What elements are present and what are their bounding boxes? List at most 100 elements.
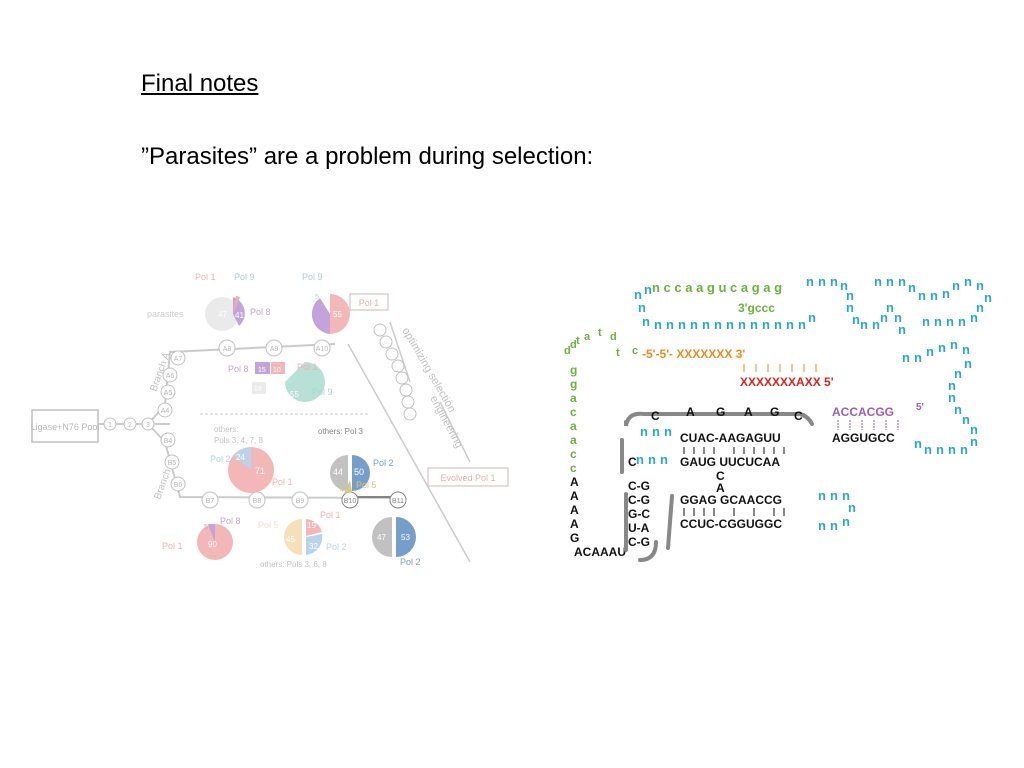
- svg-text:18: 18: [254, 386, 262, 393]
- svg-text:n: n: [666, 317, 674, 332]
- svg-text:n: n: [750, 317, 758, 332]
- svg-text:B10: B10: [344, 498, 357, 505]
- svg-text:g: g: [570, 377, 577, 391]
- svg-text:A10: A10: [316, 346, 329, 353]
- svg-text:n: n: [970, 422, 978, 437]
- svg-text:1: 1: [108, 422, 112, 429]
- node-a4: A4: [157, 402, 173, 418]
- svg-text:n: n: [914, 350, 922, 365]
- svg-text:Evolved Pol 1: Evolved Pol 1: [440, 473, 495, 483]
- svg-text:a: a: [570, 391, 577, 405]
- svg-text:n: n: [898, 274, 906, 289]
- orange-primer: -5'-5'- XXXXXXX 3': [642, 347, 745, 361]
- helix-row-2: GAUG UUCUCAA: [680, 455, 780, 469]
- svg-text:32: 32: [309, 542, 318, 551]
- svg-text:n: n: [714, 317, 722, 332]
- svg-text:Pol 1: Pol 1: [320, 510, 341, 520]
- svg-text:n: n: [872, 317, 880, 332]
- node-2: 2: [123, 417, 137, 431]
- svg-text:55: 55: [290, 390, 299, 399]
- svg-text:c: c: [570, 461, 577, 475]
- blue-pair: AGGUGCC: [832, 431, 895, 445]
- svg-text:n: n: [954, 402, 962, 417]
- svg-text:n: n: [914, 436, 922, 451]
- svg-text:A: A: [686, 405, 695, 419]
- svg-text:n: n: [926, 344, 934, 359]
- node-3: 3: [141, 417, 155, 431]
- svg-text:B6: B6: [174, 482, 183, 489]
- svg-text:n: n: [830, 518, 838, 533]
- svg-text:3: 3: [146, 422, 150, 429]
- svg-text:d: d: [564, 345, 571, 357]
- svg-text:G: G: [716, 405, 725, 419]
- svg-text:90: 90: [208, 540, 217, 549]
- svg-text:n: n: [948, 442, 956, 457]
- node-1: 1: [103, 417, 117, 431]
- svg-text:n: n: [806, 274, 814, 289]
- pie-pol5-45: Pol 5 45 19 32 Pol 1 Pol 2 others: Pols …: [258, 510, 347, 569]
- svg-text:n: n: [786, 317, 794, 332]
- svg-text:n: n: [946, 314, 954, 329]
- svg-text:15: 15: [258, 367, 266, 374]
- left-green-strand: d t a t d d t c: [564, 327, 638, 359]
- svg-text:t: t: [576, 335, 580, 347]
- svg-text:Pol 2: Pol 2: [210, 454, 231, 464]
- svg-text:50: 50: [354, 467, 364, 477]
- svg-text:n: n: [970, 310, 978, 325]
- svg-text:A: A: [570, 489, 579, 503]
- helix-row-mid: GGAG GCAACCG: [680, 493, 782, 507]
- svg-text:t: t: [616, 347, 620, 359]
- svg-text:A7: A7: [174, 356, 183, 363]
- svg-text:n: n: [886, 274, 894, 289]
- svg-text:A: A: [570, 475, 579, 489]
- svg-text:A5: A5: [164, 390, 173, 397]
- bottom-loop: ACAAAU: [574, 545, 626, 559]
- svg-text:n: n: [962, 412, 970, 427]
- svg-text:n: n: [902, 350, 910, 365]
- svg-text:n: n: [818, 518, 826, 533]
- svg-text:n: n: [702, 317, 710, 332]
- three-prime-gccc: 3'gccc: [738, 301, 775, 315]
- svg-text:A4: A4: [161, 408, 170, 415]
- svg-text:a: a: [570, 433, 577, 447]
- svg-text:19: 19: [307, 521, 316, 530]
- node-a9: A9: [265, 339, 283, 357]
- svg-text:c: c: [632, 345, 638, 357]
- svg-text:n: n: [964, 356, 972, 371]
- svg-text:n: n: [976, 300, 984, 315]
- svg-text:n: n: [652, 424, 660, 439]
- svg-text:n: n: [952, 278, 960, 293]
- svg-text:n: n: [660, 452, 668, 467]
- top-blue-strand: n n n n n n n n n n n n n n n n n n n: [634, 274, 992, 315]
- svg-text:Pol 1: Pol 1: [195, 272, 216, 282]
- svg-text:others:: others:: [214, 425, 238, 434]
- svg-text:n: n: [636, 452, 644, 467]
- svg-text:B7: B7: [206, 498, 215, 505]
- svg-text:C-G: C-G: [628, 479, 650, 493]
- svg-text:A6: A6: [166, 373, 175, 380]
- purple-primer: ACCACGG: [832, 405, 894, 419]
- svg-text:Pols 3, 4, 7, 8: Pols 3, 4, 7, 8: [214, 436, 263, 445]
- svg-text:B5: B5: [168, 460, 177, 467]
- svg-text:Pol 8: Pol 8: [250, 307, 271, 317]
- svg-text:n: n: [898, 322, 906, 337]
- svg-text:A9: A9: [270, 346, 279, 353]
- svg-text:n: n: [690, 317, 698, 332]
- svg-text:n: n: [860, 317, 868, 332]
- top-letters: n c c a a g u c a g a g: [652, 280, 782, 295]
- svg-text:n: n: [818, 488, 826, 503]
- pol1-box: [349, 293, 389, 311]
- svg-text:Pol 1: Pol 1: [359, 298, 380, 308]
- svg-text:n: n: [922, 314, 930, 329]
- svg-text:n: n: [886, 300, 894, 315]
- svg-text:71: 71: [255, 466, 265, 476]
- svg-text:n: n: [634, 287, 642, 302]
- svg-text:n: n: [908, 280, 916, 295]
- svg-text:n: n: [848, 500, 856, 515]
- svg-text:G: G: [770, 405, 779, 419]
- svg-text:others: Pols 3, 6, 8: others: Pols 3, 6, 8: [260, 560, 327, 569]
- node-b10: B10: [341, 491, 359, 509]
- svg-text:C: C: [794, 409, 803, 423]
- svg-text:Pol 5: Pol 5: [356, 480, 377, 490]
